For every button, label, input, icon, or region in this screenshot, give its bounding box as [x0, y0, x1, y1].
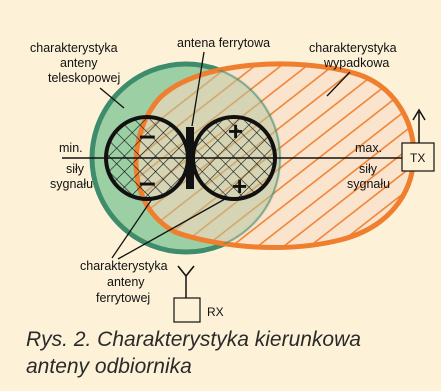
tx-arrow-icon — [412, 108, 426, 121]
label-teleskopowa-2: anteny — [60, 56, 98, 70]
figure-caption: Rys. 2. Charakterystyka kierunkowa anten… — [26, 326, 436, 380]
label-teleskopowa-1: charakterystyka — [30, 41, 118, 55]
rx-antenna-icon — [177, 265, 195, 278]
sign-right-bottom: + — [232, 171, 247, 201]
caption-line-1: Rys. 2. Charakterystyka kierunkowa — [26, 328, 361, 351]
label-antena-ferrytowa: antena ferrytowa — [177, 36, 270, 50]
label-max-3: sygnału — [347, 177, 390, 191]
label-ferrytowej-3: ferrytowej — [96, 291, 150, 305]
tx-label: TX — [410, 151, 425, 165]
wypadkowa-outline — [133, 61, 417, 251]
label-wypadkowa-1: charakterystyka — [309, 41, 397, 55]
label-min-2: siły — [66, 162, 85, 176]
sign-right-top: + — [228, 116, 243, 146]
label-wypadkowa-2: wypadkowa — [323, 56, 389, 70]
label-max-1: max. — [355, 141, 382, 155]
label-max-2: siły — [359, 162, 378, 176]
sign-left-bottom: – — [139, 166, 156, 199]
caption-line-2: anteny odbiornika — [26, 355, 192, 378]
tx-box — [401, 142, 435, 172]
sign-left-top: – — [139, 119, 156, 152]
label-ferrytowej-1: charakterystyka — [80, 259, 168, 273]
label-min-1: min. — [59, 141, 83, 155]
label-teleskopowa-3: teleskopowej — [48, 71, 120, 85]
ferrite-rod — [186, 127, 194, 189]
label-min-3: sygnału — [50, 177, 93, 191]
rx-box — [173, 297, 201, 323]
rx-label: RX — [207, 305, 224, 319]
label-ferrytowej-2: anteny — [107, 275, 145, 289]
